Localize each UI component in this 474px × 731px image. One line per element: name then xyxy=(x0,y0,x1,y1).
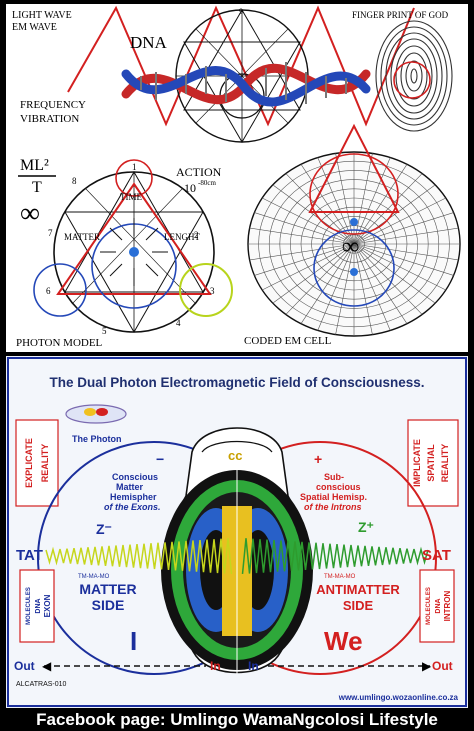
number-8: 8 xyxy=(72,176,77,186)
coded-em-cell-label: CODED EM CELL xyxy=(244,335,332,347)
formula-infinity: ∞ xyxy=(20,198,40,229)
number-3: 3 xyxy=(210,286,215,296)
matter-wave xyxy=(45,538,233,575)
tm-left-label: TM-MA-MO xyxy=(78,574,110,580)
photon-model xyxy=(33,159,233,334)
number-7: 7 xyxy=(48,228,53,238)
lenght-label: LENGHT xyxy=(164,232,200,242)
molecules-exon-box xyxy=(19,569,55,643)
sat-label: SAT xyxy=(422,547,451,564)
conscious-line-4: of the Exons. xyxy=(104,502,161,512)
subconscious-line-1: Sub- xyxy=(324,472,344,482)
dna-circle xyxy=(175,9,309,143)
photon-badge xyxy=(65,404,127,424)
top-diagram-panel: LIGHT WAVE EM WAVE DNA FINGER PRINT OF G… xyxy=(6,4,468,352)
finger-print-label: FINGER PRINT OF GOD xyxy=(352,10,449,20)
i-label: I xyxy=(130,626,137,656)
molecules-label-right: MOLECULES xyxy=(426,587,432,625)
conscious-line-1: Conscious xyxy=(112,472,158,482)
matter-side-line-2: SIDE xyxy=(92,597,125,613)
number-5: 5 xyxy=(102,326,107,336)
z-minus-label: Z⁻ xyxy=(96,521,112,537)
light-wave-label: LIGHT WAVE xyxy=(12,10,72,21)
lattice-infinity: ∞ xyxy=(342,234,359,260)
conscious-line-3: Hemispher xyxy=(110,492,157,502)
subconscious-line-3: Spatial Hemisp. xyxy=(300,492,367,502)
minus-sign: − xyxy=(156,451,164,467)
reality-label-right: REALITY xyxy=(440,444,450,483)
vibration-label: VIBRATION xyxy=(20,113,79,125)
em-wave-label: EM WAVE xyxy=(12,22,57,33)
formula-denominator: T xyxy=(32,179,42,196)
light-wave-zigzag xyxy=(67,5,415,127)
frequency-label: FREQUENCY xyxy=(20,99,86,111)
exon-label: EXON xyxy=(43,594,52,617)
matter-side-line-1: MATTER xyxy=(79,581,136,597)
explicate-label: EXPLICATE xyxy=(24,438,34,488)
molecules-label-left: MOLECULES xyxy=(26,587,32,625)
number-6: 6 xyxy=(46,286,51,296)
alcatras-label: ALCATRAS-010 xyxy=(16,681,67,688)
explicate-reality-box xyxy=(15,419,59,507)
website-label: www.umlingo.wozaonline.co.za xyxy=(338,693,459,702)
plus-sign: + xyxy=(314,451,322,467)
bottom-diagram-panel: The Dual Photon Electromagnetic Field of… xyxy=(6,356,468,708)
time-label: TIME xyxy=(120,192,142,202)
arrow-left-head: ◀ xyxy=(42,659,52,673)
subconscious-line-4: of the Introns xyxy=(304,502,362,512)
bottom-diagram-svg: The Dual Photon Electromagnetic Field of… xyxy=(7,357,467,707)
molecules-intron-box xyxy=(419,569,455,643)
dna-label-right: DNA xyxy=(435,598,442,613)
number-2: 2 xyxy=(194,230,199,240)
photon-model-label: PHOTON MODEL xyxy=(16,337,103,349)
conscious-line-2: Matter xyxy=(116,482,144,492)
arrow-right-head: ▶ xyxy=(422,659,432,673)
we-label: We xyxy=(324,626,363,656)
coded-em-cell xyxy=(247,123,461,337)
dna-helix xyxy=(121,62,371,107)
in-right-label: In xyxy=(248,659,259,673)
top-diagram-svg: LIGHT WAVE EM WAVE DNA FINGER PRINT OF G… xyxy=(12,5,461,349)
head-brain-image xyxy=(161,427,313,674)
ten-label: 10 xyxy=(184,181,196,195)
antimatter-wave xyxy=(241,538,429,575)
formula-numerator: ML² xyxy=(20,157,49,174)
dna-label: DNA xyxy=(130,33,168,52)
exponent-label: -80cm xyxy=(198,179,216,187)
number-4: 4 xyxy=(176,318,181,328)
action-label: ACTION xyxy=(176,165,222,179)
antimatter-side-line-1: ANTIMATTER xyxy=(316,582,400,597)
subconscious-line-2: conscious xyxy=(316,482,361,492)
spatial-label: SPATIAL xyxy=(426,444,436,482)
antimatter-side-line-2: SIDE xyxy=(343,598,374,613)
matter-label: MATTER xyxy=(64,232,100,242)
dna-label-left: DNA xyxy=(35,598,42,613)
number-9: 9 xyxy=(239,7,243,16)
cc-label: cc xyxy=(228,448,242,463)
intron-label: INTRON xyxy=(443,590,452,621)
facebook-page-caption: Facebook page: Umlingo WamaNgcolosi Life… xyxy=(36,710,438,729)
tm-right-label: TM-MA-MO xyxy=(324,574,356,580)
number-1: 1 xyxy=(132,162,137,172)
reality-label-left: REALITY xyxy=(40,444,50,483)
out-left-label: Out xyxy=(14,659,35,673)
z-plus-label: Z⁺ xyxy=(358,519,374,535)
fingerprint-image xyxy=(375,20,453,132)
out-right-label: Out xyxy=(432,659,453,673)
dual-photon-title: The Dual Photon Electromagnetic Field of… xyxy=(49,375,424,390)
tat-label: TAT xyxy=(16,547,43,564)
in-left-label: In xyxy=(210,659,221,673)
the-photon-label: The Photon xyxy=(72,434,122,444)
implicate-label: IMPLICATE xyxy=(412,439,422,487)
